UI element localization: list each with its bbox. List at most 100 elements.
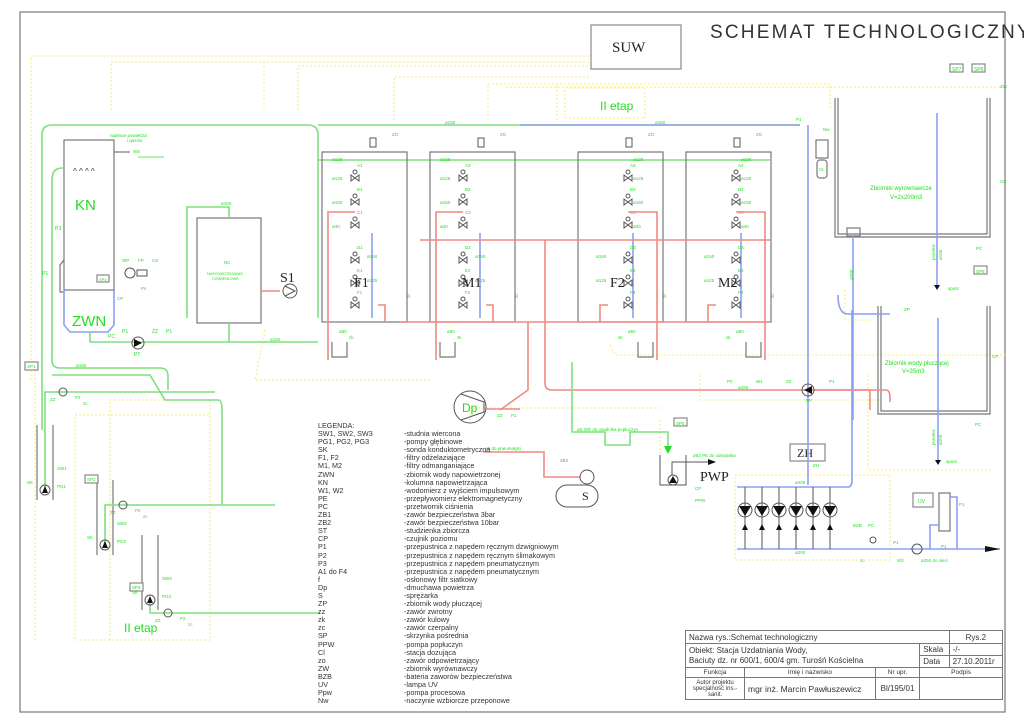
nw-label: Nw [823, 127, 830, 132]
valve-label: B2 [465, 187, 471, 192]
legend-item: Dp-dmuchawa powietrza [318, 582, 559, 592]
booster-pump [737, 487, 753, 549]
zo-label: ZO [500, 132, 507, 137]
rinse-pump-line: P2 ø150 W1 ZZ PP P1 [727, 379, 835, 403]
zo-label: ZO [756, 132, 763, 137]
legend-value: -zbiornik wody płuczącej [404, 599, 482, 609]
rinse-overflow-d: ø150 [938, 434, 943, 445]
eq-p1: P1 [796, 117, 802, 122]
valve-d4 [731, 256, 741, 264]
legend-key: M1, M2 [318, 461, 342, 471]
pipe-label: ø40 [440, 224, 448, 229]
cs-label: CS [152, 258, 158, 263]
legend-value: -wodomierz z wyjściem impulsowym [404, 485, 520, 495]
col-license: Nr upr. [874, 667, 921, 678]
valve-label: B4 [738, 187, 744, 192]
legend-item: A1 do F4-przepustnica z napędem pneumaty… [318, 567, 559, 576]
pipe-d150-c: ø150 [445, 120, 456, 125]
tag-sp4: SP4 [99, 277, 107, 282]
filter-m1: ZOA2B2C2D2E2F2M1ø125ø125ø150ø40ø150ø125ø… [429, 132, 519, 360]
legend-value: -lampa UV [404, 680, 438, 689]
valve-d1 [350, 256, 360, 264]
valve-a2 [458, 174, 468, 182]
legend-key: BZB [318, 671, 332, 681]
pipe-label: ø50 [628, 329, 636, 334]
col-signature: Podpis [919, 667, 1003, 678]
legend-value: -naczynie wzbiorcze przeponowe [404, 696, 510, 706]
legend-key: KN [318, 477, 328, 487]
pipe-label: ø125 [332, 157, 343, 162]
stage-label-top: II etap [600, 99, 634, 113]
well-sk: SK [87, 535, 93, 540]
legend-item: F1, F2-filtry odżelaziające [318, 454, 559, 462]
zk-label: zk [726, 335, 731, 340]
legend-key: zc [318, 623, 326, 633]
cp-label-kn: CP [117, 296, 123, 301]
pipe-label: ø150 [367, 254, 378, 259]
legend-item: ZWN-zbiornik wody napowietrzonej [318, 470, 559, 479]
outlet-zc: zc [860, 558, 865, 563]
signature [919, 677, 1003, 700]
pipe-label: ø150 [440, 200, 451, 205]
title-block: Nazwa rys.:Schemat technologiczny Rys.2 … [684, 630, 1004, 700]
zwn-label: ZWN [72, 313, 106, 330]
fp-label: FP [138, 258, 144, 263]
legend-item: S-sprężarka [318, 591, 559, 600]
outlet-note-1: nadmiar powietrza [110, 133, 147, 138]
license: Bl/195/01 [874, 677, 921, 700]
valve-e4 [731, 279, 741, 287]
p1-a: P1 [122, 329, 128, 335]
filter-label-f2: F2 [610, 276, 625, 291]
booster-pump [822, 487, 838, 549]
filter-label-f1: F1 [354, 276, 369, 291]
pipe-label: ø125 [704, 278, 715, 283]
valve-label: E4 [738, 268, 744, 273]
zh-label: ZH [797, 446, 813, 460]
legend-value: -przepływomierz elektromagnetyczny [404, 493, 523, 503]
pipe-label: ø125 [741, 157, 752, 162]
valve-label: C1 [357, 210, 363, 215]
tag-sp7-label: SP7 [952, 67, 962, 73]
zh-d200-bottom: ø200 [795, 550, 806, 555]
pwp-label: PWP [700, 470, 729, 485]
well-sp: SP3 [132, 585, 141, 590]
pipe-label: ø125 [440, 157, 451, 162]
pipe-label: ø150 [704, 254, 715, 259]
legend-value: -dmuchawa powietrza [404, 582, 474, 592]
pwp-pump: ø63 PE do odstojnika PWP CP PPW [659, 453, 736, 503]
blower: Dp ZZ P1 [453, 390, 520, 424]
valve-label: D1 [357, 245, 363, 250]
compressor: ø8 do pneumatyki S ZB2 [483, 446, 599, 508]
legend-key: PG1, PG2, PG3 [318, 437, 370, 447]
pipe-d150-a: ø150 [76, 363, 87, 368]
pwp-ppw: PPW [695, 498, 706, 503]
legend-item: P2-przepustnica z napędem ręcznym ślimak… [318, 551, 559, 560]
legend-item: W1, W2-wodomierz z wyjściem impulsowym [318, 485, 559, 495]
rinse-tank-label-1: Zbiornik wody płuczącej [885, 361, 949, 367]
legend-item: BZB-bateria zaworów bezpieczeństwa [318, 671, 559, 681]
well-p2: P2 [180, 616, 186, 621]
booster-pump [805, 487, 821, 549]
legend-value: -zawór kulowy [404, 615, 450, 625]
well-zc: zc [83, 401, 88, 406]
booster-set: ZH ZH ø200 ø200 [737, 310, 1000, 555]
rinse-pp: PP [806, 398, 812, 403]
filter-label-m2: M2 [718, 276, 737, 291]
pipe-label: ø125 [475, 278, 486, 283]
stage-label-lower: II etap [124, 621, 158, 635]
legend-item: SP-skrzynka pośrednia [318, 632, 559, 640]
booster-pump [754, 487, 770, 549]
col-name: Imię i nazwisko [744, 667, 876, 678]
valve-label: F2 [465, 290, 471, 295]
pipe-label: ø125 [332, 176, 343, 181]
kn-column: KN ZWN nadmiar powietrza i gazów WS ^ ^ … [41, 124, 319, 430]
pipe-label: ø50 [447, 329, 455, 334]
outlet-w2: W2 [897, 558, 904, 563]
nc-pipe-label: ø150 [221, 201, 232, 206]
well-sw: SW3 [162, 576, 172, 581]
col-function: Funkcja [685, 667, 745, 678]
nc-label: NC [224, 260, 231, 265]
valve-label: F4 [738, 290, 744, 295]
zk-label: zk [457, 335, 462, 340]
